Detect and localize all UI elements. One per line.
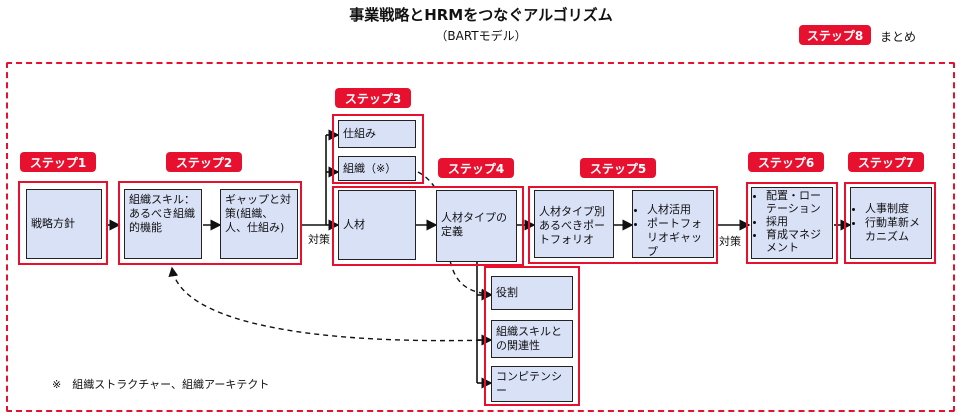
s6-item-1: 配置・ローテーション [766,189,828,215]
relation-box: 組織スキルとの関連性 [491,320,573,358]
portfolio-gap-box: 人材活用 ポートフォリオギャップ [632,190,714,258]
placement-box: 配置・ローテーション 採用 育成マネジメント [751,187,833,259]
org-skill-box: 組織スキル：あるべき組織的機能 [124,189,202,259]
s6-item-2: 採用 [766,215,828,228]
step5-frame [528,186,718,264]
dashed-soshiki-yakuwari [417,171,492,299]
footnote: ※ 組織ストラクチャー、組織アーキテクト [52,378,270,391]
step7-frame [844,182,936,264]
step1-badge: ステップ1 [20,152,96,172]
step8-badge: ステップ8 [799,25,871,45]
step4-sub-frame [484,266,580,406]
step3-frame [332,114,424,184]
soshiki-box: 組織（※） [338,156,416,181]
step5-badge: ステップ5 [580,158,656,178]
step2-frame [118,181,302,265]
taisaku-label-1: 対策 [308,233,330,246]
type-def-box: 人材タイプの定義 [436,190,517,262]
step3-badge: ステップ3 [335,88,411,108]
step6-frame [746,182,838,264]
hr-system-box: 人事制度 行動革新メカニズム [850,187,932,259]
portfolio-box: 人材タイプ別あるべきポートフォリオ [534,190,614,258]
step4-badge: ステップ4 [438,158,514,178]
s5-item-1: 人材活用 [647,203,709,217]
step2-badge: ステップ2 [166,152,242,172]
strategy-box: 戦略方針 [26,189,102,259]
step7-badge: ステップ7 [848,152,924,172]
gap-box: ギャップと対策(組織、人、仕組み) [220,189,298,259]
step8-frame [6,62,955,412]
s7-item-2: 行動革新メカニズム [865,216,927,244]
taisaku-label-2: 対策 [719,235,741,248]
step4-frame [332,186,524,266]
competency-box: コンピテンシー [491,366,573,402]
dashed-relation-orgskill [168,266,491,342]
page-subtitle: （BARTモデル） [435,29,527,43]
step6-badge: ステップ6 [748,152,824,172]
page-title: 事業戦略とHRMをつなぐアルゴリズム [349,6,613,24]
s6-item-3: 育成マネジメント [766,228,828,254]
s7-item-1: 人事制度 [865,202,927,216]
s5-item-2: ポートフォリオギャップ [647,217,709,257]
step1-frame [18,181,108,265]
jinzai-box: 人材 [338,190,416,260]
yakuwari-box: 役割 [491,276,573,310]
step8-label: まとめ [880,30,917,44]
shikumi-box: 仕組み [338,120,416,148]
